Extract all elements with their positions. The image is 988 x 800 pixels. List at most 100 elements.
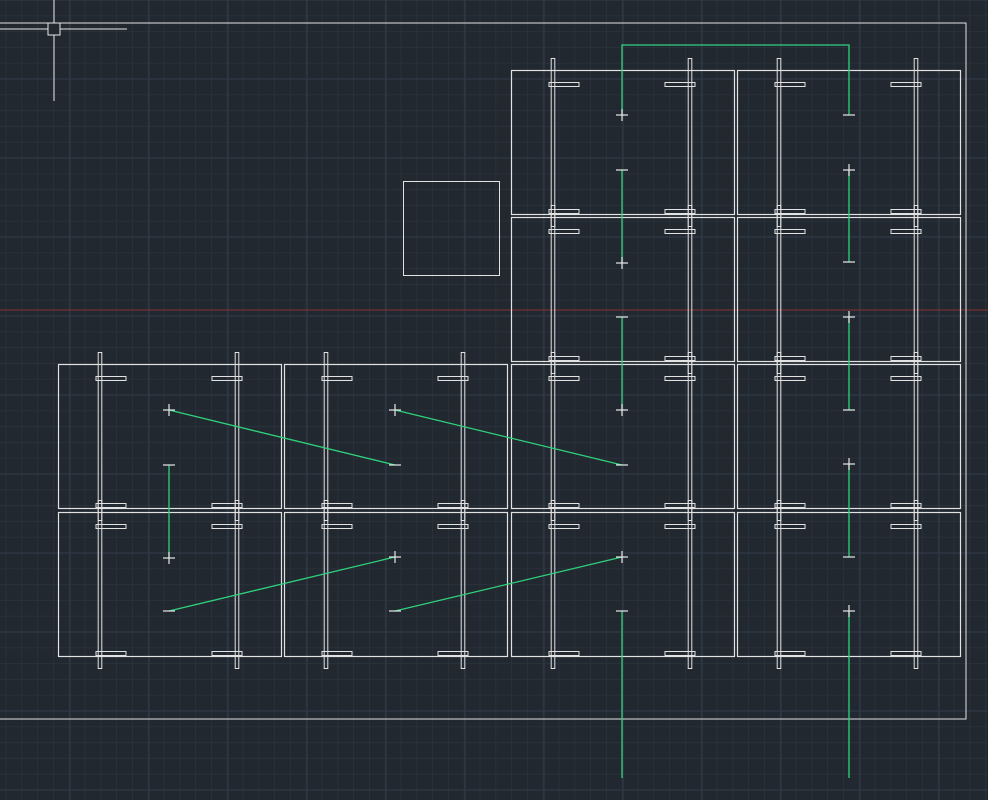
panel-clamp: [548, 503, 580, 508]
panel-clamp: [664, 524, 696, 529]
mounting-rail: [550, 500, 556, 669]
mounting-rail: [460, 352, 466, 521]
panel-clamp: [321, 503, 353, 508]
mounting-rail: [97, 352, 103, 521]
panel-clamp: [890, 82, 922, 87]
mounting-rail: [323, 352, 329, 521]
panel-clamp: [95, 376, 127, 381]
small-square-object[interactable]: [403, 181, 500, 276]
panel-clamp: [321, 376, 353, 381]
mounting-rail: [776, 58, 782, 227]
pv-module[interactable]: [510, 500, 736, 669]
positive-terminal-icon: [843, 605, 855, 617]
crosshair-cursor-icon[interactable]: [0, 0, 127, 101]
mounting-rail: [913, 58, 919, 227]
mounting-rail: [234, 500, 240, 669]
panel-clamp: [890, 651, 922, 656]
module-frame[interactable]: [57, 363, 283, 510]
positive-terminal-icon: [843, 164, 855, 176]
panel-clamp: [548, 82, 580, 87]
panel-clamp: [211, 524, 243, 529]
positive-terminal-icon: [616, 257, 628, 269]
string-cable[interactable]: [168, 409, 396, 466]
mounting-rail: [687, 205, 693, 374]
positive-terminal-icon: [616, 404, 628, 416]
panel-clamp: [548, 209, 580, 214]
mounting-rail: [776, 205, 782, 374]
pv-module-array: [57, 58, 962, 669]
mounting-rail: [460, 500, 466, 669]
positive-terminal-icon: [389, 551, 401, 563]
module-frame[interactable]: [510, 216, 736, 363]
panel-clamp: [211, 503, 243, 508]
mounting-rail: [913, 352, 919, 521]
panel-clamp: [774, 524, 806, 529]
panel-clamp: [890, 209, 922, 214]
string-cable[interactable]: [621, 44, 850, 115]
string-cable[interactable]: [168, 556, 396, 612]
panel-clamp: [890, 229, 922, 234]
drawing-boundary[interactable]: [0, 22, 967, 720]
panel-clamp: [664, 82, 696, 87]
panel-clamp: [890, 356, 922, 361]
string-cable[interactable]: [394, 556, 623, 612]
positive-terminal-icon: [389, 404, 401, 416]
mounting-rail: [234, 352, 240, 521]
panel-clamp: [890, 503, 922, 508]
panel-clamp: [548, 356, 580, 361]
mounting-rail: [323, 500, 329, 669]
positive-terminal-icon: [843, 458, 855, 470]
panel-clamp: [664, 209, 696, 214]
mounting-rail: [687, 352, 693, 521]
pv-module[interactable]: [57, 352, 283, 521]
mounting-rail: [687, 500, 693, 669]
module-frame[interactable]: [283, 363, 509, 510]
panel-clamp: [664, 229, 696, 234]
panel-clamp: [664, 503, 696, 508]
panel-clamp: [774, 82, 806, 87]
positive-terminal-icon: [616, 109, 628, 121]
pv-module[interactable]: [510, 352, 736, 521]
panel-clamp: [890, 376, 922, 381]
panel-clamp: [664, 376, 696, 381]
mounting-rail: [97, 500, 103, 669]
mounting-rail: [776, 500, 782, 669]
module-frame[interactable]: [510, 69, 736, 216]
panel-clamp: [774, 229, 806, 234]
pv-module[interactable]: [510, 58, 736, 227]
panel-clamp: [774, 503, 806, 508]
panel-clamp: [890, 524, 922, 529]
mounting-rail: [913, 205, 919, 374]
panel-clamp: [774, 651, 806, 656]
panel-clamp: [95, 503, 127, 508]
panel-clamp: [664, 651, 696, 656]
module-frame[interactable]: [510, 511, 736, 658]
module-frame[interactable]: [510, 363, 736, 510]
mounting-rail: [913, 500, 919, 669]
positive-terminal-icon: [843, 311, 855, 323]
panel-clamp: [548, 651, 580, 656]
panel-clamp: [548, 229, 580, 234]
panel-clamp: [211, 651, 243, 656]
string-cable[interactable]: [394, 409, 623, 466]
pv-module[interactable]: [283, 352, 509, 521]
panel-clamp: [95, 524, 127, 529]
panel-clamp: [548, 376, 580, 381]
panel-clamp: [321, 524, 353, 529]
mounting-rail: [550, 58, 556, 227]
mounting-rail: [776, 352, 782, 521]
string-wiring: [163, 44, 855, 778]
positive-terminal-icon: [616, 551, 628, 563]
panel-clamp: [664, 356, 696, 361]
cursor-pickbox: [47, 22, 61, 36]
panel-clamp: [774, 209, 806, 214]
mounting-rail: [550, 205, 556, 374]
panel-clamp: [437, 376, 469, 381]
panel-clamp: [548, 524, 580, 529]
pv-module[interactable]: [510, 205, 736, 374]
positive-terminal-icon: [163, 404, 175, 416]
